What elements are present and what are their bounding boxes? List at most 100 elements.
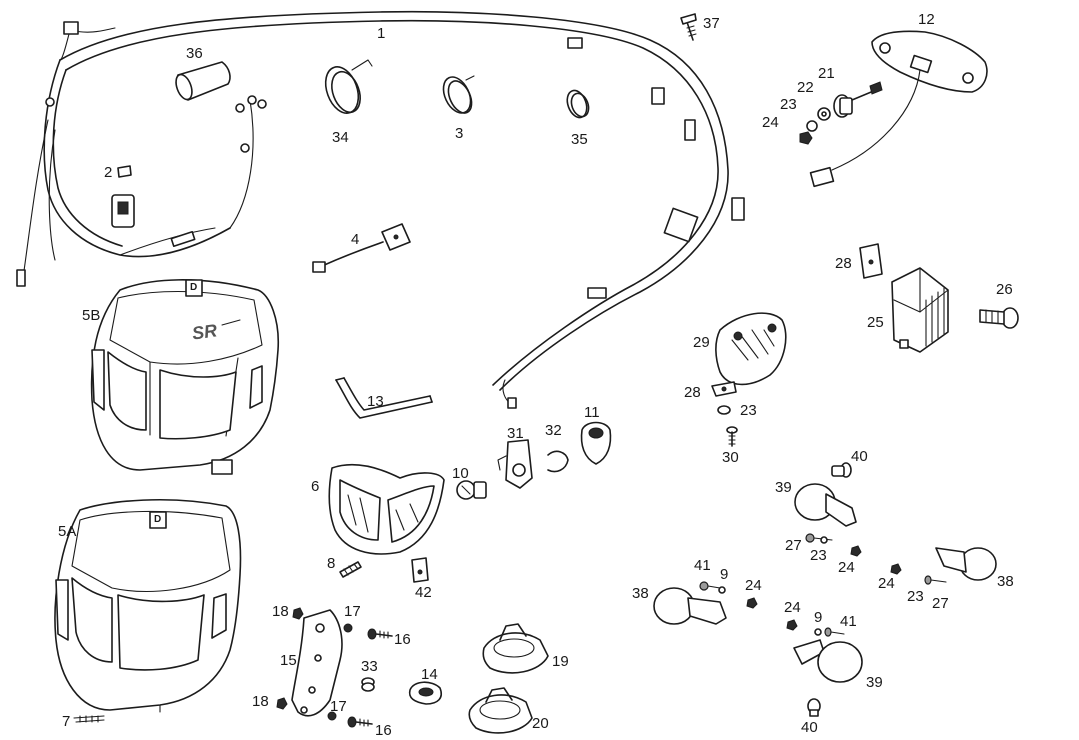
callout-30: 30 bbox=[722, 449, 739, 466]
callout-23-cover: 23 bbox=[740, 402, 757, 419]
callout-39-top: 39 bbox=[775, 479, 792, 496]
brand-logo-5a: D bbox=[154, 514, 162, 525]
speed-nut-42 bbox=[411, 557, 429, 583]
callout-23-signal-top: 23 bbox=[810, 547, 827, 564]
bolt-27-top bbox=[805, 533, 833, 543]
callout-6: 6 bbox=[311, 478, 320, 495]
callout-24-signal-top: 24 bbox=[838, 559, 855, 576]
washer-23-signal-top bbox=[820, 536, 828, 544]
grommet-14 bbox=[408, 681, 442, 705]
callout-29: 29 bbox=[693, 334, 710, 351]
callout-28-cover: 28 bbox=[684, 384, 701, 401]
callout-22: 22 bbox=[797, 79, 814, 96]
speed-nut-28-top bbox=[859, 243, 883, 279]
screw-30 bbox=[726, 426, 738, 447]
callout-9-bottom: 9 bbox=[814, 609, 823, 626]
callout-32: 32 bbox=[545, 422, 562, 439]
callout-33: 33 bbox=[361, 658, 378, 675]
callout-40-bottom: 40 bbox=[801, 719, 818, 736]
nut-18-top bbox=[292, 607, 304, 620]
callout-17-top: 17 bbox=[344, 603, 361, 620]
washer-17-bottom bbox=[327, 711, 337, 721]
callout-31: 31 bbox=[507, 425, 524, 442]
callout-37: 37 bbox=[703, 15, 720, 32]
callout-19: 19 bbox=[552, 653, 569, 670]
hose-clamp-34 bbox=[324, 59, 373, 114]
screw-37 bbox=[680, 13, 697, 41]
callout-38-right: 38 bbox=[997, 573, 1014, 590]
handlebar-clamp-19 bbox=[482, 623, 549, 674]
terminal-cap-36 bbox=[175, 61, 231, 101]
callout-5b: 5B bbox=[82, 307, 101, 324]
callout-8: 8 bbox=[327, 555, 336, 572]
callout-24-signal-right: 24 bbox=[878, 575, 895, 592]
turn-signal-38-left bbox=[653, 587, 727, 625]
headlamp-reflector-6 bbox=[328, 464, 445, 555]
turn-signal-39-bottom bbox=[793, 639, 863, 683]
callout-27-right: 27 bbox=[932, 595, 949, 612]
rubber-tube-13 bbox=[335, 377, 433, 419]
hose-clamp-35 bbox=[566, 89, 590, 119]
headlamp-bulb-10 bbox=[456, 480, 487, 500]
callout-4: 4 bbox=[351, 231, 360, 248]
washer-9-bottom bbox=[814, 628, 822, 636]
nut-24-left bbox=[746, 597, 758, 609]
nut-24-bottom bbox=[786, 619, 798, 631]
callout-36: 36 bbox=[186, 45, 203, 62]
callout-11: 11 bbox=[584, 404, 600, 421]
callout-35: 35 bbox=[571, 131, 588, 148]
callout-39-bottom: 39 bbox=[866, 674, 883, 691]
callout-40-top: 40 bbox=[851, 448, 868, 465]
turn-signal-39-top bbox=[794, 483, 857, 527]
bolt-27-right bbox=[924, 575, 947, 585]
bolt-41-bottom bbox=[824, 627, 845, 637]
headlight-fairing-5b bbox=[90, 279, 280, 475]
callout-2: 2 bbox=[104, 164, 113, 181]
nut-18-bottom bbox=[276, 697, 288, 710]
callout-16-bottom: 16 bbox=[375, 722, 392, 739]
callout-25: 25 bbox=[867, 314, 884, 331]
callout-10: 10 bbox=[452, 465, 469, 482]
screw-7 bbox=[73, 715, 105, 723]
headlight-badge-text: SR bbox=[190, 320, 219, 344]
headlight-fairing-5a bbox=[54, 498, 242, 713]
switch-housing-31 bbox=[497, 439, 533, 489]
callout-34: 34 bbox=[332, 129, 349, 146]
callout-16-top: 16 bbox=[394, 631, 411, 648]
callout-38-left: 38 bbox=[632, 585, 649, 602]
bulb-40-bottom bbox=[807, 698, 821, 717]
nut-24-top bbox=[799, 131, 813, 145]
bolt-16-bottom bbox=[347, 716, 373, 728]
bolt-41-left bbox=[699, 581, 721, 591]
callout-28-bracket: 28 bbox=[835, 255, 852, 272]
bolt-26 bbox=[979, 307, 1019, 329]
callout-14: 14 bbox=[421, 666, 438, 683]
callout-41-left: 41 bbox=[694, 557, 711, 574]
voltage-regulator-25 bbox=[891, 267, 949, 353]
hose-clamp-3 bbox=[442, 75, 475, 114]
washer-9-left bbox=[718, 586, 726, 594]
washer-23-top bbox=[806, 120, 818, 132]
callout-18-bottom: 18 bbox=[252, 693, 269, 710]
spring-8 bbox=[339, 561, 362, 578]
callout-18-top: 18 bbox=[272, 603, 289, 620]
callout-41-bottom: 41 bbox=[840, 613, 857, 630]
wiring-harness bbox=[16, 10, 745, 409]
callout-23-signal-right: 23 bbox=[907, 588, 924, 605]
callout-9-left: 9 bbox=[720, 566, 729, 583]
callout-13: 13 bbox=[367, 393, 384, 410]
callout-7: 7 bbox=[62, 713, 71, 730]
callout-24-signal-bottom: 24 bbox=[784, 599, 801, 616]
callout-3: 3 bbox=[455, 125, 464, 142]
turn-signal-38-right bbox=[935, 547, 997, 581]
callout-1: 1 bbox=[377, 25, 386, 42]
callout-21: 21 bbox=[818, 65, 835, 82]
cover-29 bbox=[715, 312, 787, 386]
callout-26: 26 bbox=[996, 281, 1013, 298]
callout-15: 15 bbox=[280, 652, 297, 669]
callout-17-bottom: 17 bbox=[330, 698, 347, 715]
callout-24-signal-left: 24 bbox=[745, 577, 762, 594]
callout-42: 42 bbox=[415, 584, 432, 601]
